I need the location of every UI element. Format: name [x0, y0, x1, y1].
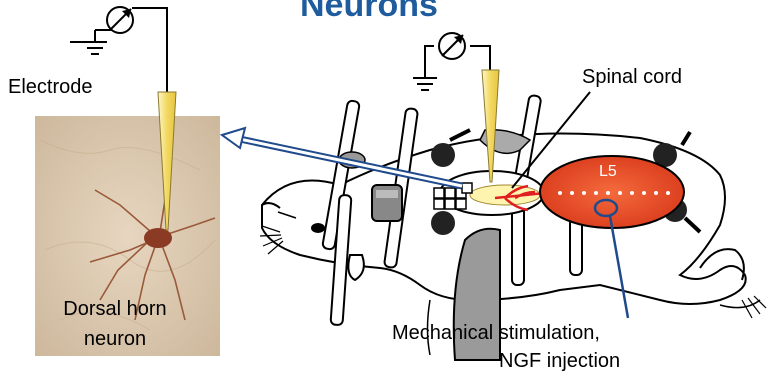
spinal-cord-label: Spinal cord: [582, 66, 682, 89]
ground-symbol-icon: [413, 78, 437, 90]
mechanical-stimulation-label: Mechanical stimulation,: [392, 322, 600, 345]
diagram-title: Neurons: [300, 0, 438, 25]
ngf-injection-label: NGF injection: [499, 350, 620, 373]
amplifier-meter-icon: [439, 33, 465, 59]
amplifier-meter-icon: [107, 7, 133, 33]
neuron-label-line1: Dorsal horn: [40, 294, 190, 324]
electrode-label: Electrode: [8, 76, 93, 99]
ground-symbol-icon: [70, 42, 110, 54]
segment-label: L5: [599, 163, 617, 181]
neuron-label-line2: neuron: [40, 324, 190, 354]
dorsal-horn-neuron-label: Dorsal horn neuron: [40, 294, 190, 354]
